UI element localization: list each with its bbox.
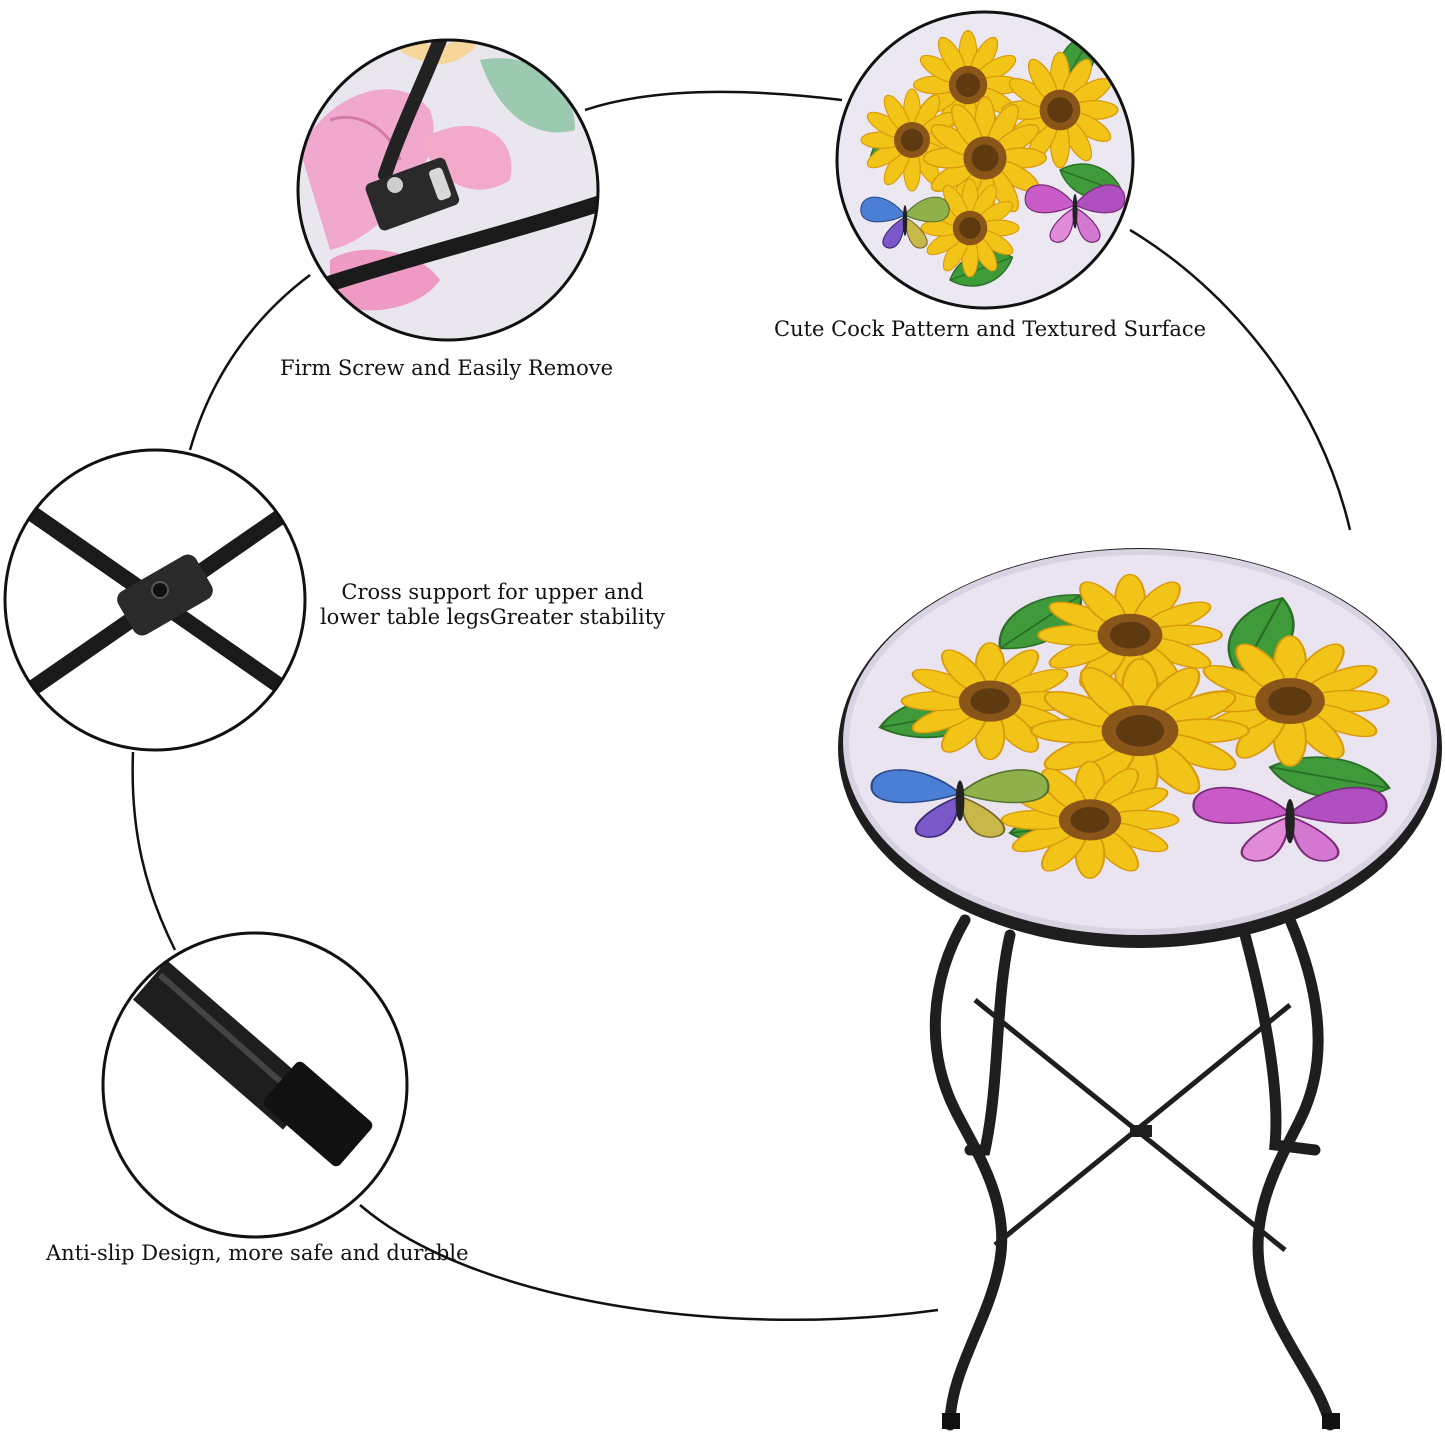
cross-support-detail-circle [3, 448, 307, 752]
caption-cross-support: Cross support for upper and lower table … [300, 580, 685, 630]
caption-pattern: Cute Cock Pattern and Textured Surface [774, 317, 1207, 341]
pattern-detail-circle [835, 10, 1135, 310]
foot-cap-detail-circle [101, 931, 409, 1239]
mosaic-side-table [838, 548, 1442, 1431]
caption-antislip: Anti-slip Design, more safe and durable [46, 1241, 469, 1265]
connecting-arcs [131, 90, 1352, 1321]
screw-detail-circle [296, 38, 600, 342]
caption-cross-line-2: lower table legsGreater stability [319, 605, 666, 629]
caption-screw: Firm Screw and Easily Remove [280, 356, 614, 380]
caption-cross-line-1: Cross support for upper and [341, 580, 644, 604]
